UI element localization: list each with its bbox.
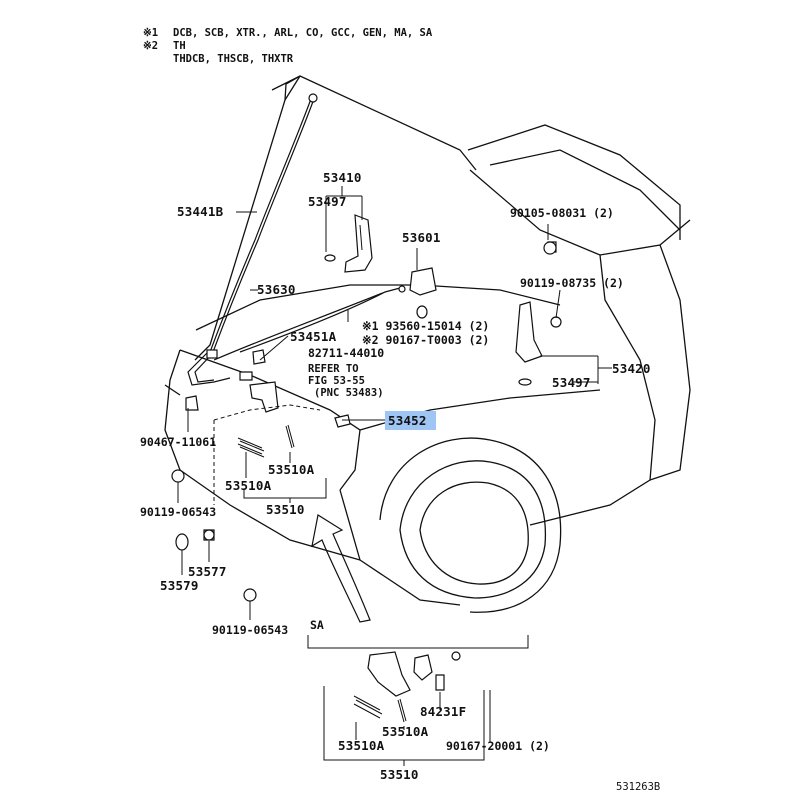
label-sa-90167-20001[interactable]: 90167-20001 (2) [446, 739, 550, 753]
label-53601[interactable]: 53601 [402, 230, 441, 245]
highlight-53452 [385, 411, 436, 430]
refer-to-line-2: FIG 53-55 [308, 375, 365, 387]
latch-and-misc-parts [171, 349, 351, 602]
label-53510A-right[interactable]: 53510A [268, 462, 315, 477]
diagram-id: 531263B [616, 781, 660, 793]
label-sa: SA [310, 618, 324, 632]
label-53497-top[interactable]: 53497 [308, 194, 347, 209]
leader-lines [177, 186, 612, 620]
part-labels: 53410 53497 53441B 53601 53630 53451A 82… [140, 170, 660, 793]
label-53630[interactable]: 53630 [257, 282, 296, 297]
label-90119-06543-b[interactable]: 90119-06543 [212, 623, 288, 637]
label-sa-84231F[interactable]: 84231F [420, 704, 466, 719]
label-53497-right[interactable]: 53497 [552, 375, 591, 390]
label-53410[interactable]: 53410 [323, 170, 362, 185]
label-53510[interactable]: 53510 [266, 502, 305, 517]
label-53451A[interactable]: 53451A [290, 329, 337, 344]
note-1-text: DCB, SCB, XTR., ARL, CO, GCC, GEN, MA, S… [173, 27, 433, 39]
label-53452[interactable]: 53452 [388, 413, 427, 428]
refer-to-line-3: (PNC 53483) [314, 387, 384, 399]
hinge-53420 [515, 241, 562, 386]
label-93560-15014[interactable]: ※1 93560-15014 (2) [362, 319, 489, 333]
label-53510A-left[interactable]: 53510A [225, 478, 272, 493]
label-90105-08031[interactable]: 90105-08031 (2) [510, 206, 614, 220]
note-1-mark: ※1 [143, 27, 158, 39]
label-sa-53510A-right[interactable]: 53510A [382, 724, 429, 739]
direction-arrow [311, 514, 371, 623]
label-90119-06543-a[interactable]: 90119-06543 [140, 505, 216, 519]
label-90467-11061[interactable]: 90467-11061 [140, 435, 216, 449]
label-90167-T0003[interactable]: ※2 90167-T0003 (2) [362, 333, 489, 347]
refer-to-line-1: REFER TO [308, 363, 359, 375]
sa-inset [307, 635, 529, 766]
hood-rod-and-cable [187, 93, 406, 386]
label-82711-44010[interactable]: 82711-44010 [308, 346, 384, 360]
note-2-line-1: TH [173, 40, 186, 52]
note-2-mark: ※2 [143, 40, 158, 52]
applicability-notes: ※1 DCB, SCB, XTR., ARL, CO, GCC, GEN, MA… [143, 27, 433, 65]
label-53577[interactable]: 53577 [188, 564, 227, 579]
label-53441B[interactable]: 53441B [177, 204, 224, 219]
label-sa-53510A-left[interactable]: 53510A [338, 738, 385, 753]
hood-lock-53601 [409, 267, 437, 319]
label-53420[interactable]: 53420 [612, 361, 651, 376]
note-2-line-2: THDCB, THSCB, THXTR [173, 53, 294, 65]
label-sa-53510[interactable]: 53510 [380, 767, 419, 782]
label-90119-08735[interactable]: 90119-08735 (2) [520, 276, 624, 290]
label-53579[interactable]: 53579 [160, 578, 199, 593]
hood-hinge-53410 [324, 214, 373, 273]
